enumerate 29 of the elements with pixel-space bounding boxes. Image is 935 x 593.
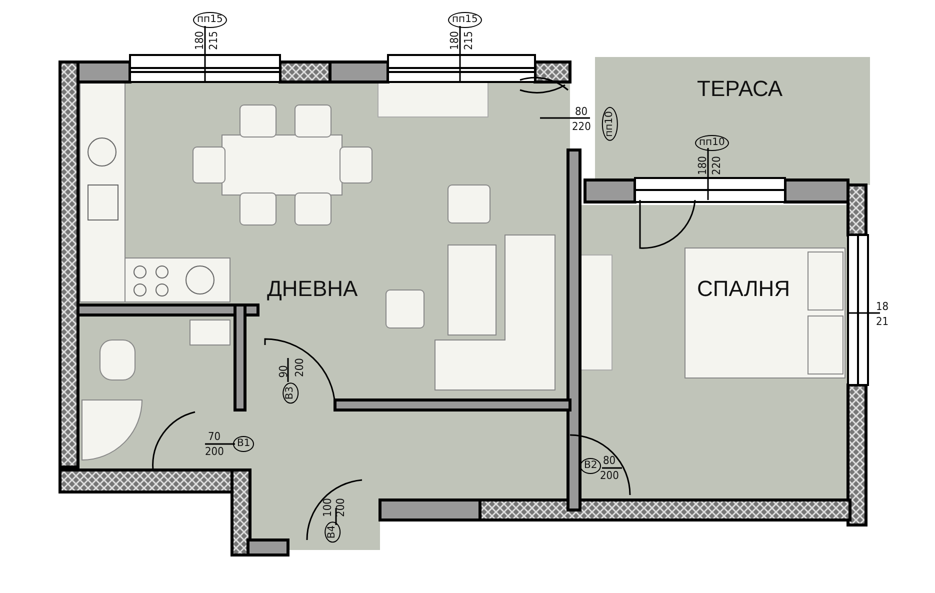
- tag-label: пп10: [695, 135, 729, 151]
- dimension-text: 220: [572, 121, 591, 132]
- dimension-text: 215: [208, 31, 219, 50]
- tag-label: В4: [324, 521, 341, 543]
- tag-label: В1: [233, 436, 254, 452]
- dimension-text: 200: [600, 470, 619, 481]
- dimension-text: 200: [334, 498, 346, 517]
- dimension-text: 220: [710, 156, 722, 175]
- room-name: СПАЛНЯ: [697, 278, 790, 300]
- tag-label: пп15: [448, 12, 482, 28]
- dimension-text: 200: [294, 358, 305, 377]
- room-name: ДНЕВНА: [267, 278, 358, 300]
- dimension-text: 18: [876, 301, 889, 312]
- dimension-text: 80: [575, 106, 588, 117]
- dimension-text: 215: [462, 31, 474, 50]
- dimension-text: 200: [205, 446, 224, 457]
- tag-label: пп10: [602, 107, 618, 141]
- dimension-text: 100: [322, 498, 333, 517]
- tag-label: В2: [580, 458, 602, 474]
- tag-label: пп15: [193, 12, 227, 28]
- dimension-text: 80: [603, 455, 616, 466]
- tag-label: В3: [282, 382, 299, 404]
- room-name: ТЕРАСА: [697, 78, 783, 100]
- dimension-text: 180: [448, 31, 460, 50]
- dimension-text: 70: [208, 431, 221, 442]
- dimension-text: 180: [696, 156, 708, 175]
- dimension-text: 21: [876, 316, 889, 327]
- dimension-text: 180: [194, 31, 205, 50]
- dimension-text: 90: [278, 365, 289, 378]
